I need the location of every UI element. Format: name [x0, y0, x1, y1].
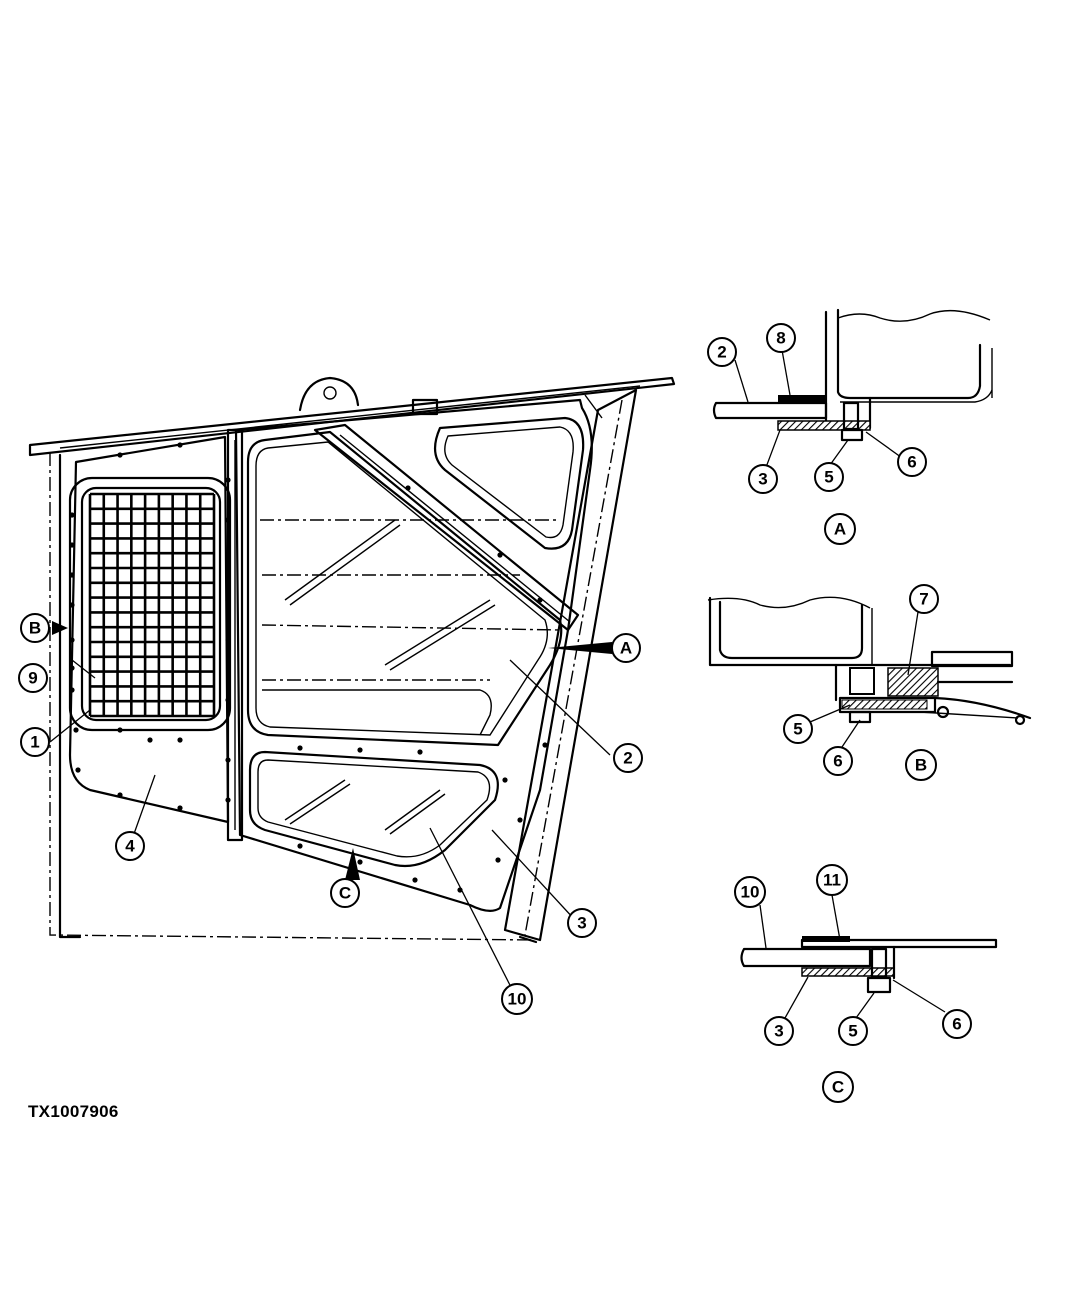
svg-text:6: 6 [907, 453, 916, 472]
callout-2-main: 2 [613, 743, 643, 773]
lower-window [248, 750, 499, 868]
svg-text:6: 6 [952, 1015, 961, 1034]
callout-4: 4 [115, 831, 145, 861]
callout-5-detail-b: 5 [783, 714, 813, 744]
callout-2-detail-a: 2 [707, 337, 737, 367]
svg-text:3: 3 [758, 470, 767, 489]
detail-b-arrow [52, 621, 68, 635]
svg-text:3: 3 [774, 1022, 783, 1041]
svg-text:6: 6 [833, 752, 842, 771]
svg-text:B: B [29, 619, 41, 638]
callout-5-detail-a: 5 [814, 462, 844, 492]
svg-text:9: 9 [28, 669, 37, 688]
detail-a-seal-top [778, 395, 826, 403]
callout-A-main: A [611, 633, 641, 663]
callout-10-detail-c: 10 [734, 876, 766, 908]
figure-code: TX1007906 [28, 1102, 119, 1121]
detail-c-label: C [822, 1071, 854, 1103]
callout-3-detail-c: 3 [764, 1016, 794, 1046]
svg-text:3: 3 [577, 914, 586, 933]
wire-screen [88, 492, 216, 718]
detail-a-glass [712, 401, 828, 420]
svg-text:A: A [834, 520, 846, 539]
svg-text:5: 5 [848, 1022, 857, 1041]
detail-a-arrow [548, 642, 612, 654]
svg-text:10: 10 [741, 883, 760, 902]
panel-bolts [69, 442, 548, 893]
screen-frame [68, 476, 232, 732]
upper-window [246, 430, 563, 747]
svg-text:A: A [620, 639, 632, 658]
callout-9: 9 [18, 663, 48, 693]
roof-beam [28, 376, 676, 457]
svg-text:2: 2 [623, 749, 632, 768]
callout-5-detail-c: 5 [838, 1016, 868, 1046]
detail-c-glass [740, 947, 872, 968]
detail-c-arrow [345, 848, 360, 880]
detail-b-label: B [905, 749, 937, 781]
rear-panel [68, 435, 230, 824]
callout-3-main: 3 [567, 908, 597, 938]
detail-c [740, 894, 998, 1019]
lifting-eye [298, 376, 360, 412]
detail-b-seal [887, 667, 939, 697]
callout-C-main: C [330, 878, 360, 908]
detail-a-label: A [824, 513, 856, 545]
callout-7: 7 [909, 584, 939, 614]
callout-1: 1 [20, 727, 50, 757]
cab-side-view [28, 376, 676, 944]
svg-text:2: 2 [717, 343, 726, 362]
right-cab-post [503, 388, 638, 942]
callout-11: 11 [816, 864, 848, 896]
upper-triangle-window [433, 416, 585, 550]
callout-6-detail-b: 6 [823, 746, 853, 776]
callout-8: 8 [766, 323, 796, 353]
callout-B-main: B [20, 613, 50, 643]
callout-10-main: 10 [501, 983, 533, 1015]
detail-c-seal [801, 967, 895, 977]
svg-text:5: 5 [793, 720, 802, 739]
svg-text:8: 8 [776, 329, 785, 348]
svg-text:C: C [832, 1078, 844, 1097]
callout-6-detail-c: 6 [942, 1009, 972, 1039]
detail-a-seal-bottom [777, 420, 871, 431]
diagonal-brace [313, 423, 580, 632]
callout-3-detail-a: 3 [748, 464, 778, 494]
svg-text:C: C [339, 884, 351, 903]
callout-6-detail-a: 6 [897, 447, 927, 477]
svg-text:4: 4 [125, 837, 135, 856]
svg-text:1: 1 [30, 733, 39, 752]
svg-text:11: 11 [823, 871, 841, 890]
svg-text:10: 10 [508, 990, 527, 1009]
svg-text:5: 5 [824, 468, 833, 487]
door-hinge [226, 428, 244, 842]
svg-text:B: B [915, 756, 927, 775]
detail-b [707, 596, 1032, 751]
detail-a [712, 308, 993, 471]
svg-text:7: 7 [919, 590, 928, 609]
